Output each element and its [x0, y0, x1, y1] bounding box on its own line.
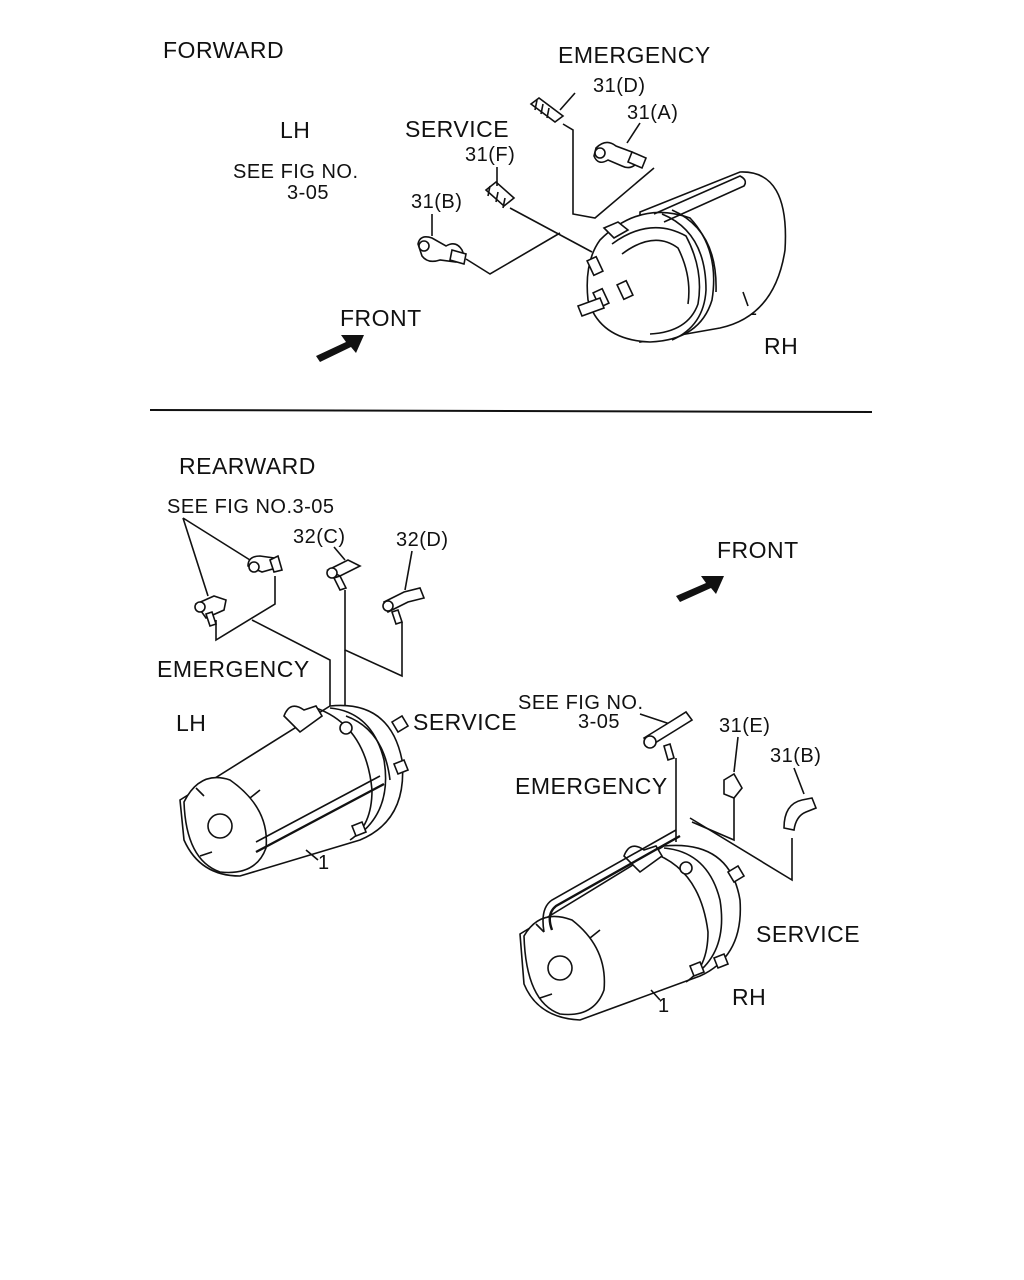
rearward-emergency-rh-label: EMERGENCY: [515, 773, 668, 799]
fitting-31d: [529, 92, 576, 123]
service-pipe-rh-run: [689, 817, 793, 882]
fitting-see-fig-rh-tee: [642, 710, 694, 762]
emergency-pipe-lh-run: [251, 619, 331, 708]
rearward-see-fig-rh-label: SEE FIG NO.: [518, 692, 644, 714]
callout-31a: 31(A): [627, 102, 678, 124]
service-pipe-lh: [344, 590, 403, 678]
see-fig-leader-lh: [182, 517, 251, 597]
forward-section: FORWARD LH SEE FIG NO. 3-05 SERVICE EMER…: [163, 37, 798, 362]
rearward-lh-label: LH: [176, 710, 206, 736]
rearward-service-rh-label: SERVICE: [756, 921, 860, 947]
callout-32d: 32(D): [396, 529, 449, 551]
fitting-32c: [326, 546, 362, 591]
front-arrow-icon: [316, 335, 364, 362]
fitting-31b-rearward: [783, 767, 818, 831]
rearward-title: REARWARD: [179, 453, 316, 479]
rearward-rh-label: RH: [732, 984, 766, 1010]
brake-chamber-rh: [519, 829, 746, 1021]
rearward-front-label: FRONT: [717, 537, 799, 563]
emergency-pipe-lh: [215, 576, 276, 642]
callout-32c: 32(C): [293, 526, 346, 548]
rearward-emergency-lh-label: EMERGENCY: [157, 656, 310, 682]
callout-31b-forward: 31(B): [411, 191, 462, 213]
forward-see-fig-label: SEE FIG NO.: [233, 161, 359, 183]
callout-31b-rearward: 31(B): [770, 745, 821, 767]
section-divider: [149, 409, 873, 413]
callout-31e: 31(E): [719, 715, 770, 737]
front-arrow-icon: [676, 576, 724, 602]
forward-emergency-label: EMERGENCY: [558, 42, 711, 68]
rearward-service-lh-label: SERVICE: [413, 709, 517, 735]
fitting-31a: [593, 122, 648, 170]
rearward-see-fig-rh-number: 3-05: [578, 711, 620, 733]
fitting-31e: [723, 736, 743, 799]
service-pipe-31b-forward: [465, 232, 561, 275]
forward-title: FORWARD: [163, 37, 284, 63]
callout-1-lh: 1: [318, 852, 330, 874]
forward-front-label: FRONT: [340, 305, 422, 331]
callout-31f: 31(F): [465, 144, 515, 166]
brake-chamber-forward: [576, 171, 787, 343]
fitting-31f: [484, 167, 516, 209]
brake-chamber-lh: [179, 704, 410, 877]
forward-see-fig-number: 3-05: [287, 182, 329, 204]
emergency-pipe-forward: [562, 123, 655, 219]
forward-service-label: SERVICE: [405, 116, 509, 142]
service-pipe-rh: [691, 798, 735, 842]
rearward-see-fig-label: SEE FIG NO.3-05: [167, 496, 335, 518]
fitting-see-fig-lh-elbow: [247, 554, 283, 573]
fitting-31b-forward: [417, 214, 467, 266]
service-pipe-forward: [509, 207, 593, 253]
callout-1-rh: 1: [658, 995, 670, 1017]
rearward-section: REARWARD SEE FIG NO.3-05 32(C) 32(D) FRO…: [157, 453, 860, 1021]
forward-lh-label: LH: [280, 117, 310, 143]
callout-31d: 31(D): [593, 75, 646, 97]
forward-rh-label: RH: [764, 333, 798, 359]
fitting-32d: [382, 550, 426, 626]
fitting-see-fig-lh-tee: [194, 595, 227, 628]
